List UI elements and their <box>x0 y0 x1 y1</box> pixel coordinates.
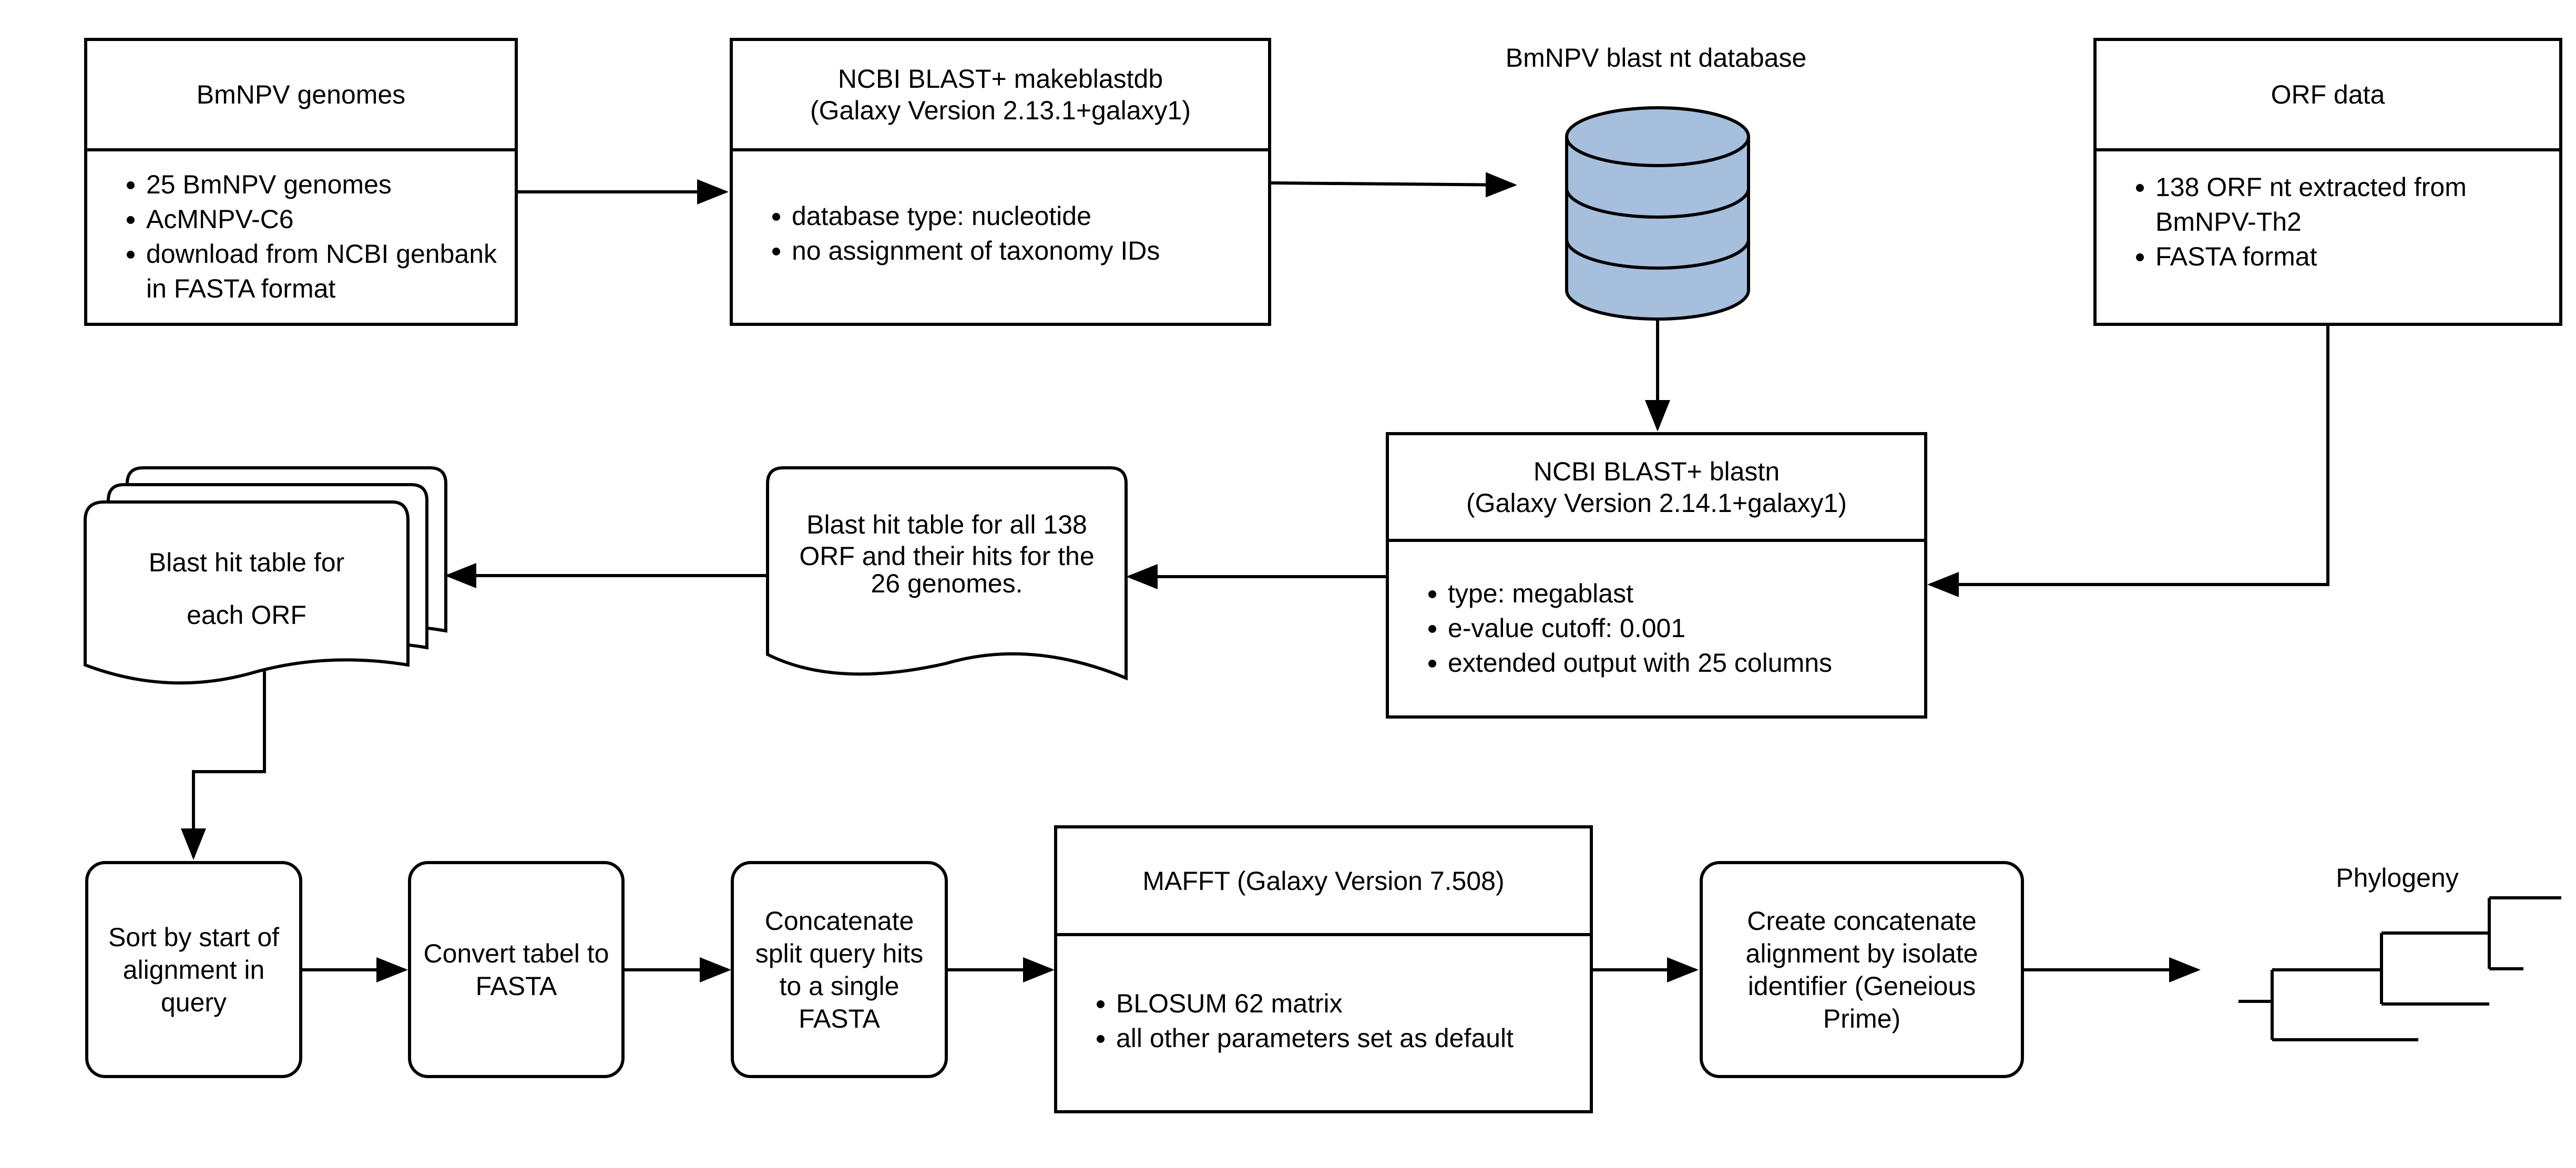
list-item: AcMNPV-C6 <box>146 202 515 237</box>
makeblastdb-box: NCBI BLAST+ makeblastdb (Galaxy Version … <box>730 38 1271 326</box>
orf-data-box: ORF data 138 ORF nt extracted from BmNPV… <box>2093 38 2562 326</box>
concat-step-line3: to a single <box>779 971 899 1001</box>
orf-data-title: ORF data <box>2097 41 2559 151</box>
hit-table-each-text: Blast hit table for each ORF <box>85 536 408 641</box>
list-item: download from NCBI genbank in FASTA form… <box>146 237 515 306</box>
hit-table-all-line2: ORF and their hits for the <box>799 541 1095 571</box>
concat-step-line1: Concatenate <box>764 906 914 936</box>
convert-step-line2: FASTA <box>475 971 557 1001</box>
convert-step-line1: Convert tabel to <box>423 938 609 968</box>
list-item: all other parameters set as default <box>1116 1021 1590 1056</box>
hit-table-each-line2: each ORF <box>187 600 306 630</box>
hit-table-each-line1: Blast hit table for <box>148 548 345 577</box>
list-item: FASTA format <box>2155 239 2528 274</box>
list-item: type: megablast <box>1448 576 1924 611</box>
sort-step-line3: query <box>160 987 227 1017</box>
list-item: 138 ORF nt extracted from BmNPV-Th2 <box>2155 170 2528 239</box>
makeblastdb-list: database type: nucleotide no assignment … <box>733 199 1268 268</box>
makeblastdb-title: NCBI BLAST+ makeblastdb (Galaxy Version … <box>733 41 1268 151</box>
geneious-step-line3: identifier (Geneious <box>1747 971 1976 1001</box>
database-icon <box>1565 106 1750 321</box>
blastn-box: NCBI BLAST+ blastn (Galaxy Version 2.14.… <box>1386 432 1927 719</box>
phylogeny-tree-icon <box>2238 896 2561 1041</box>
genomes-title: BmNPV genomes <box>87 41 515 151</box>
sort-step-box: Sort by start of alignment in query <box>85 861 302 1078</box>
arrow-orfdata-to-blastn <box>1927 326 2329 597</box>
makeblastdb-title-line1: NCBI BLAST+ makeblastdb <box>837 64 1163 94</box>
genomes-box: BmNPV genomes 25 BmNPV genomes AcMNPV-C6… <box>84 38 518 326</box>
blastn-title: NCBI BLAST+ blastn (Galaxy Version 2.14.… <box>1389 435 1924 542</box>
list-item: database type: nucleotide <box>792 199 1268 233</box>
concat-step-line4: FASTA <box>799 1003 880 1033</box>
mafft-list: BLOSUM 62 matrix all other parameters se… <box>1057 986 1590 1056</box>
database-label: BmNPV blast nt database <box>1505 43 1807 73</box>
blastn-list: type: megablast e-value cutoff: 0.001 ex… <box>1389 576 1924 680</box>
list-item: BLOSUM 62 matrix <box>1116 986 1590 1021</box>
geneious-step-box: Create concatenate alignment by isolate … <box>1700 861 2024 1078</box>
orf-data-list: 138 ORF nt extracted from BmNPV-Th2 FAST… <box>2097 170 2559 274</box>
hit-table-all-line3: 26 genomes. <box>871 569 1023 598</box>
concat-step-line2: split query hits <box>755 938 924 968</box>
blastn-title-line2: (Galaxy Version 2.14.1+galaxy1) <box>1466 488 1847 518</box>
geneious-step-line1: Create concatenate <box>1747 906 1977 936</box>
convert-step-box: Convert tabel to FASTA <box>408 861 625 1078</box>
arrow-makeblastdb-to-database <box>1271 172 1517 198</box>
list-item: extended output with 25 columns <box>1448 646 1924 680</box>
hit-table-all-text: Blast hit table for all 138 ORF and thei… <box>768 509 1126 599</box>
geneious-step-line4: Prime) <box>1823 1003 1901 1033</box>
hit-table-document-shape <box>766 466 1128 681</box>
stacked-documents-shape <box>84 466 447 685</box>
geneious-step-line2: alignment by isolate <box>1745 938 1978 968</box>
mafft-title: MAFFT (Galaxy Version 7.508) <box>1057 828 1590 936</box>
concat-step-box: Concatenate split query hits to a single… <box>731 861 948 1078</box>
list-item: no assignment of taxonomy IDs <box>792 233 1268 268</box>
arrow-each-orf-to-sort <box>181 660 266 860</box>
phylogeny-label: Phylogeny <box>2336 863 2459 893</box>
list-item: e-value cutoff: 0.001 <box>1448 611 1924 646</box>
sort-step-line2: alignment in <box>122 955 265 985</box>
blastn-title-line1: NCBI BLAST+ blastn <box>1533 456 1780 486</box>
genomes-list: 25 BmNPV genomes AcMNPV-C6 download from… <box>87 167 515 306</box>
mafft-box: MAFFT (Galaxy Version 7.508) BLOSUM 62 m… <box>1054 825 1593 1113</box>
hit-table-all-line1: Blast hit table for all 138 <box>806 510 1087 539</box>
list-item: 25 BmNPV genomes <box>146 167 515 202</box>
sort-step-line1: Sort by start of <box>108 922 280 952</box>
makeblastdb-title-line2: (Galaxy Version 2.13.1+galaxy1) <box>810 96 1191 125</box>
